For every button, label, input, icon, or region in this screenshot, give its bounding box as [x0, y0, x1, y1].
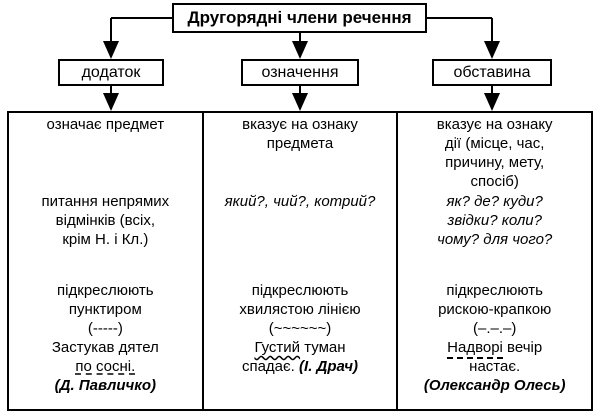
example-author: (Д. Павличко) [54, 377, 157, 394]
example: Застукав дятел по сосні. (Д. Павличко) [9, 338, 202, 395]
underline-rule: підкреслюють хвилястою лінією (~~~~~~) [239, 282, 361, 337]
category-oznachennia: означення [241, 59, 359, 86]
description: вказує на ознаку предмета [242, 116, 358, 152]
category-dodatok: додаток [58, 59, 164, 86]
questions: як? де? куди? звідки? коли? чому? для чо… [437, 193, 553, 248]
example-underlined: Надворі [447, 339, 503, 359]
underline-rule: підкреслюють пунктиром (-----) [57, 282, 154, 337]
example: Густий туман спадає. (І. Драч) [241, 339, 359, 375]
example-author: (Олександр Олесь) [423, 377, 566, 394]
example-author: (І. Драч) [299, 358, 359, 375]
underline-rule: підкреслюють рискою-крапкою (–.–.–) [438, 282, 552, 337]
example-underlined: Густий [254, 339, 301, 356]
category-obstavyna: обставина [432, 59, 552, 86]
members-table: означає предмет питання непрямих відмінк… [7, 111, 593, 411]
column-obstavyna: вказує на ознаку дії (місце, час, причин… [398, 113, 591, 409]
diagram-title: Другорядні члени речення [172, 3, 427, 33]
column-oznachennia: вказує на ознаку предмета який?, чий?, к… [204, 113, 399, 409]
description: вказує на ознаку дії (місце, час, причин… [436, 116, 553, 190]
questions: який?, чий?, котрий? [224, 193, 376, 210]
description: означає предмет [46, 116, 165, 133]
example: Надворі вечір настає. (Олександр Олесь) [398, 338, 591, 395]
column-dodatok: означає предмет питання непрямих відмінк… [9, 113, 204, 409]
questions: питання непрямих відмінків (всіх, крім Н… [41, 193, 170, 248]
example-underlined: по сосні. [75, 358, 136, 375]
